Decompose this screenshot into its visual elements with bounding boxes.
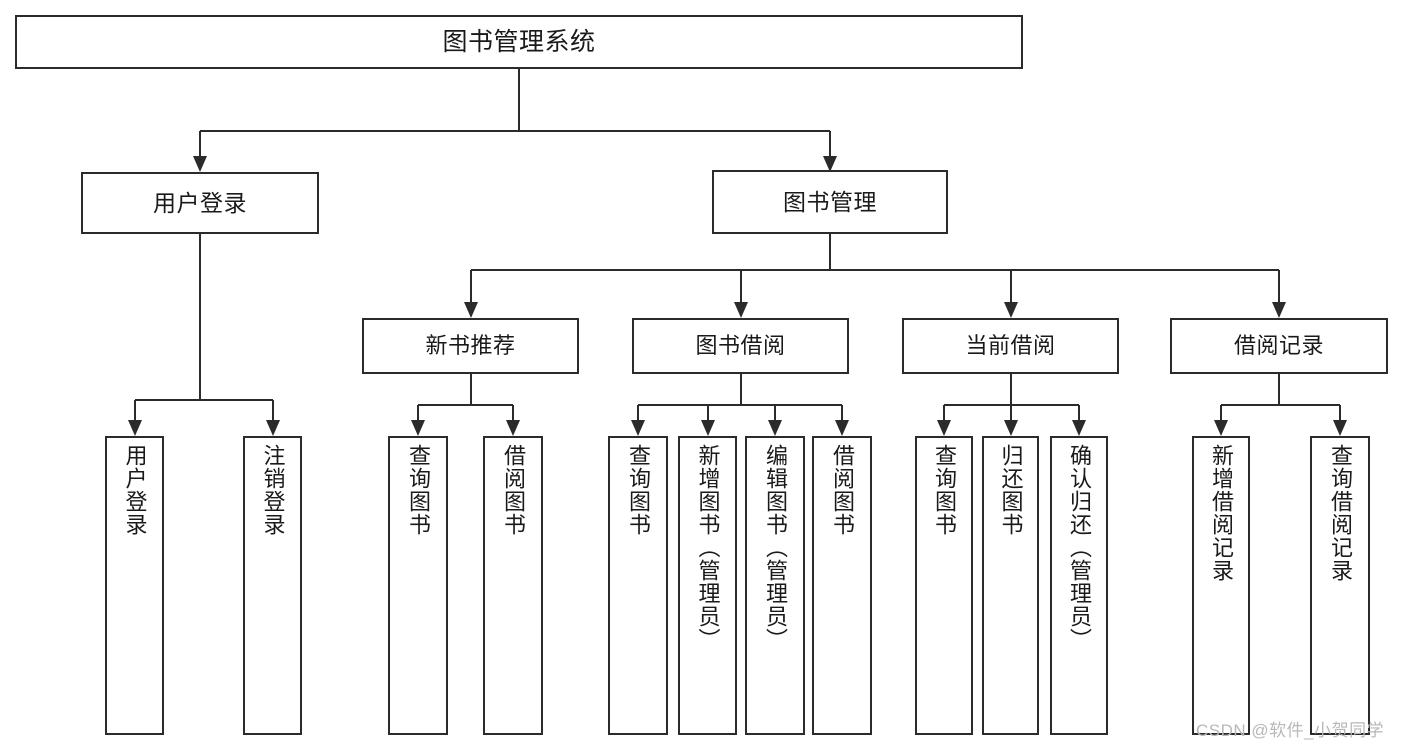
connector-drop <box>133 400 136 420</box>
node-book-borrow[interactable]: 图书借阅 <box>632 318 849 374</box>
connector-stem <box>199 234 201 400</box>
node-book-borrow-label: 图书借阅 <box>695 333 786 359</box>
arrowhead-icon <box>265 420 280 436</box>
connector-bus <box>134 399 273 401</box>
connector-drop <box>512 405 514 420</box>
connector-stem <box>1278 374 1280 405</box>
connector-stem <box>739 374 742 405</box>
arrowhead-icon <box>1214 420 1228 436</box>
connector-stem <box>518 69 520 131</box>
leaf-add-book-admin-label: 新增图书（管理员） <box>695 444 721 651</box>
arrowhead-icon <box>463 302 478 318</box>
connector-drop <box>469 270 472 302</box>
node-book-management[interactable]: 图书管理 <box>712 170 948 234</box>
connector-drop <box>1220 405 1222 420</box>
leaf-borrow-book-label: 借阅图书 <box>829 444 855 536</box>
leaf-add-borrow-record[interactable]: 新增借阅记录 <box>1192 436 1250 735</box>
leaf-edit-book-admin-label: 编辑图书（管理员） <box>762 444 788 651</box>
node-book-management-label: 图书管理 <box>783 188 877 215</box>
connector-drop <box>199 131 201 156</box>
connector-stem <box>469 374 472 405</box>
leaf-borrow-book-new-label: 借阅图书 <box>500 444 526 536</box>
node-user-login[interactable]: 用户登录 <box>81 172 319 234</box>
arrowhead-icon <box>1272 302 1286 318</box>
leaf-user-login-label: 用户登录 <box>122 444 148 536</box>
arrowhead-icon <box>1003 420 1018 436</box>
node-root-label: 图书管理系统 <box>442 27 596 56</box>
arrowhead-icon <box>127 420 142 436</box>
leaf-query-book-current-label: 查询图书 <box>931 444 957 536</box>
leaf-logout[interactable]: 注销登录 <box>243 436 302 735</box>
connector-drop <box>271 400 274 420</box>
connector-drop <box>943 405 945 420</box>
leaf-add-borrow-record-label: 新增借阅记录 <box>1208 444 1234 582</box>
arrowhead-icon <box>631 420 645 436</box>
connector-drop <box>774 405 776 420</box>
connector-drop <box>1078 405 1080 420</box>
leaf-query-book-new-label: 查询图书 <box>405 444 431 536</box>
connector-drop <box>1339 405 1341 420</box>
leaf-logout-label: 注销登录 <box>260 444 286 536</box>
connector-bus <box>944 404 1079 406</box>
connector-drop <box>739 270 742 302</box>
leaf-query-book-new[interactable]: 查询图书 <box>388 436 448 735</box>
leaf-confirm-return-admin-label: 确认归还（管理员） <box>1066 444 1092 651</box>
leaf-borrow-book-new[interactable]: 借阅图书 <box>483 436 543 735</box>
connector-drop <box>1009 405 1012 420</box>
arrowhead-icon <box>1003 302 1018 318</box>
node-borrow-record-label: 借阅记录 <box>1233 333 1324 359</box>
arrowhead-icon <box>1333 420 1347 436</box>
node-current-borrow[interactable]: 当前借阅 <box>902 318 1119 374</box>
leaf-query-borrow-record[interactable]: 查询借阅记录 <box>1310 436 1370 735</box>
connector-drop <box>417 405 419 420</box>
connector-drop <box>829 131 831 156</box>
node-borrow-record[interactable]: 借阅记录 <box>1170 318 1388 374</box>
arrowhead-icon <box>506 420 520 436</box>
leaf-confirm-return-admin[interactable]: 确认归还（管理员） <box>1050 436 1108 735</box>
leaf-add-book-admin[interactable]: 新增图书（管理员） <box>678 436 737 735</box>
arrowhead-icon <box>768 420 782 436</box>
connector-stem <box>1009 374 1012 405</box>
connector-bus <box>418 404 513 406</box>
arrowhead-icon <box>835 420 849 436</box>
leaf-return-book[interactable]: 归还图书 <box>982 436 1039 735</box>
arrowhead-icon <box>937 420 951 436</box>
leaf-query-book-borrow[interactable]: 查询图书 <box>608 436 668 735</box>
leaf-query-book-current[interactable]: 查询图书 <box>915 436 973 735</box>
connector-drop <box>637 405 639 420</box>
node-user-login-label: 用户登录 <box>153 189 247 216</box>
arrowhead-icon <box>700 420 715 436</box>
node-new-book-recommend-label: 新书推荐 <box>425 333 516 359</box>
connector-stem <box>829 234 831 270</box>
connector-bus <box>1221 404 1340 406</box>
connector-bus <box>470 269 1279 271</box>
arrowhead-icon <box>823 156 837 172</box>
connector-bus <box>638 404 842 406</box>
connector-drop <box>1278 270 1280 302</box>
node-root[interactable]: 图书管理系统 <box>15 15 1023 69</box>
leaf-return-book-label: 归还图书 <box>998 444 1024 536</box>
csdn-watermark: CSDN @软件_小贺同学 <box>1196 721 1385 740</box>
node-current-borrow-label: 当前借阅 <box>965 333 1056 359</box>
arrowhead-icon <box>193 156 207 172</box>
connector-bus <box>200 130 830 132</box>
connector-drop <box>1009 270 1012 302</box>
leaf-query-book-borrow-label: 查询图书 <box>625 444 651 536</box>
connector-drop <box>841 405 843 420</box>
leaf-edit-book-admin[interactable]: 编辑图书（管理员） <box>745 436 805 735</box>
arrowhead-icon <box>1072 420 1086 436</box>
arrowhead-icon <box>411 420 425 436</box>
leaf-query-borrow-record-label: 查询借阅记录 <box>1327 444 1353 582</box>
node-new-book-recommend[interactable]: 新书推荐 <box>362 318 579 374</box>
leaf-borrow-book[interactable]: 借阅图书 <box>812 436 872 735</box>
connector-drop <box>706 405 709 420</box>
leaf-user-login[interactable]: 用户登录 <box>105 436 164 735</box>
arrowhead-icon <box>733 302 748 318</box>
